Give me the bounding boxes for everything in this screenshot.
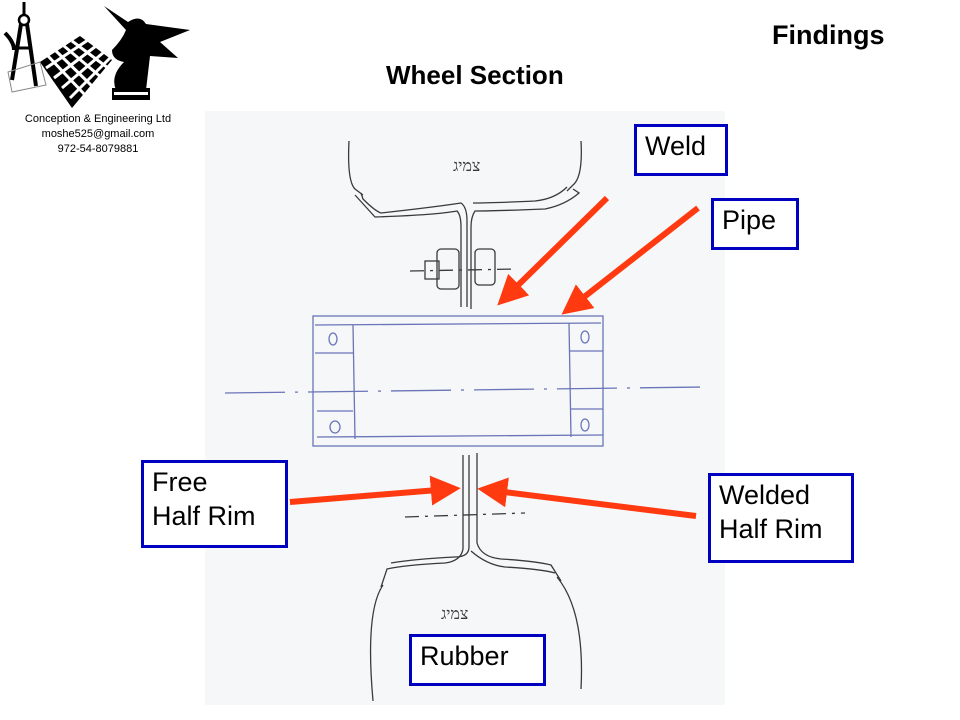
pipe-hub-drawing xyxy=(224,315,706,447)
callout-welded-half-rim-line1: Welded xyxy=(719,480,811,510)
logo-graphic xyxy=(3,2,190,108)
callout-free-half-rim: Free Half Rim xyxy=(141,460,288,548)
callout-pipe: Pipe xyxy=(711,198,799,250)
lower-tire-outline xyxy=(369,584,384,702)
lower-rim-left xyxy=(380,455,464,588)
company-logo: Conception & Engineering Ltd moshe525@gm… xyxy=(0,0,200,160)
callout-welded-half-rim: Welded Half Rim xyxy=(708,473,854,563)
unicorn-knight-icon xyxy=(104,6,190,100)
sketch-drawing: צמיג צמיג xyxy=(224,140,706,702)
company-phone: 972-54-8079881 xyxy=(57,143,139,155)
page-title: Findings xyxy=(772,20,885,50)
wheel-section-sketch: צמיג צמיג xyxy=(205,111,725,705)
callout-rubber: Rubber xyxy=(409,634,546,686)
callout-free-half-rim-line2: Half Rim xyxy=(152,501,256,531)
callout-weld: Weld xyxy=(634,124,728,176)
upper-rim-left xyxy=(360,192,468,307)
upper-tire-outline xyxy=(347,140,364,196)
page-subtitle: Wheel Section xyxy=(386,60,564,90)
compass-icon xyxy=(3,2,38,87)
callout-pipe-label: Pipe xyxy=(722,205,777,235)
callout-rubber-label: Rubber xyxy=(420,641,509,671)
chessboard-icon xyxy=(7,36,112,108)
company-email: moshe525@gmail.com xyxy=(41,128,155,140)
company-name: Conception & Engineering Ltd xyxy=(24,113,172,125)
bolt-drawing xyxy=(409,248,518,290)
handwritten-label-top: צמיג xyxy=(453,156,480,175)
lower-rim-right xyxy=(476,453,562,582)
handwritten-label-bottom: צמיג xyxy=(441,604,468,623)
callout-welded-half-rim-line2: Half Rim xyxy=(719,514,823,544)
callout-free-half-rim-line1: Free xyxy=(152,467,208,497)
callout-weld-label: Weld xyxy=(645,131,707,161)
